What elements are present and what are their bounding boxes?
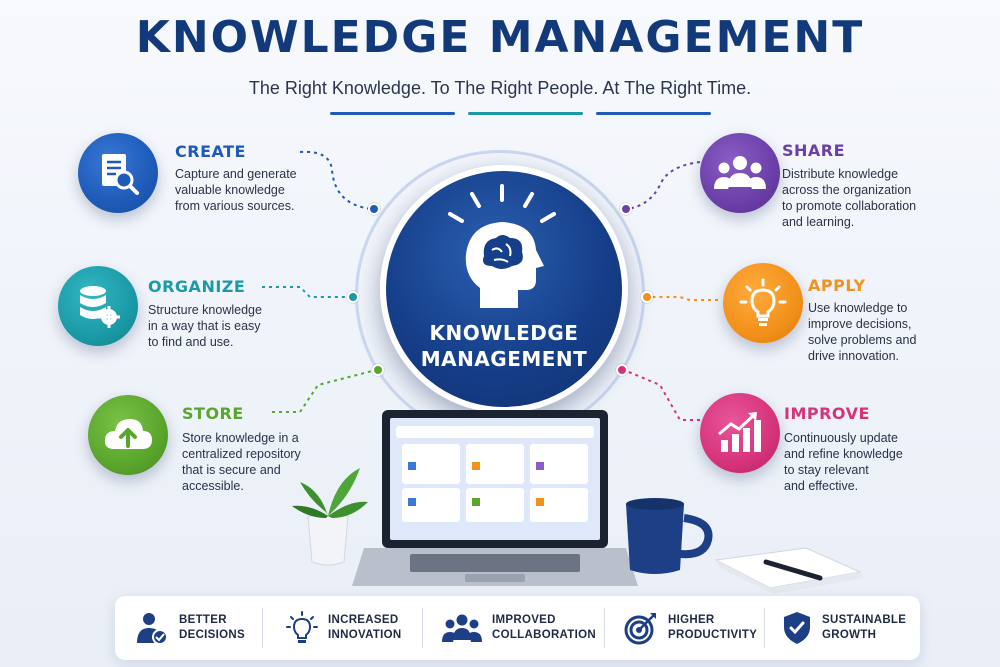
apply-title: APPLY xyxy=(808,276,866,295)
cloud-upload-icon xyxy=(104,419,152,449)
benefit-label: BETTER DECISIONS xyxy=(179,613,245,643)
center-label-line1: KNOWLEDGE xyxy=(429,321,579,345)
apply-line-2: improve decisions, xyxy=(808,317,912,331)
benefit-separator xyxy=(604,608,605,648)
benefit-line-2: COLLABORATION xyxy=(492,629,596,641)
center-label-line2: MANAGEMENT xyxy=(420,347,588,371)
improve-line-2: and refine knowledge xyxy=(784,447,903,461)
share-icon-circle xyxy=(700,133,780,213)
improve-line-3: to stay relevant xyxy=(784,463,869,477)
share-line-1: Distribute knowledge xyxy=(782,167,899,181)
benefit-higher-productivity: HIGHER PRODUCTIVITY xyxy=(624,596,757,660)
apply-line-1: Use knowledge to xyxy=(808,301,908,315)
benefit-line-1: IMPROVED xyxy=(492,614,556,626)
improve-line-4: and effective. xyxy=(784,479,859,493)
brain-head-icon xyxy=(448,184,556,308)
page-title: KNOWLEDGE MANAGEMENT xyxy=(135,12,865,63)
benefit-line-1: BETTER xyxy=(179,614,227,626)
ring-dot-improve xyxy=(616,364,628,376)
create-icon-circle xyxy=(78,133,158,213)
ring-dot-create xyxy=(368,203,380,215)
benefit-line-2: INNOVATION xyxy=(328,629,402,641)
organize-line-3: to find and use. xyxy=(148,335,234,349)
benefit-line-1: HIGHER xyxy=(668,614,715,626)
benefit-increased-innovation: INCREASED INNOVATION xyxy=(286,596,402,660)
lightbulb-icon xyxy=(739,278,787,326)
team-icon xyxy=(442,614,482,642)
improve-line-1: Continuously update xyxy=(784,431,898,445)
store-line-4: accessible. xyxy=(182,479,244,493)
share-line-2: across the organization xyxy=(782,183,912,197)
store-line-3: that is secure and xyxy=(182,463,281,477)
organize-description: Structure knowledge in a way that is eas… xyxy=(148,302,262,350)
person-check-icon xyxy=(137,613,168,645)
organize-line-2: in a way that is easy xyxy=(148,319,261,333)
apply-line-4: drive innovation. xyxy=(808,349,900,363)
target-icon xyxy=(624,613,656,645)
benefit-line-2: PRODUCTIVITY xyxy=(668,629,758,641)
laptop-icon xyxy=(352,410,638,586)
ring-dot-store xyxy=(372,364,384,376)
apply-description: Use knowledge to improve decisions, solv… xyxy=(808,300,916,364)
notepad-icon xyxy=(714,547,864,594)
organize-icon-circle xyxy=(58,266,138,346)
create-line-1: Capture and generate xyxy=(175,167,297,181)
store-description: Store knowledge in a centralized reposit… xyxy=(182,430,301,494)
create-line-3: from various sources. xyxy=(175,199,295,213)
store-icon-circle xyxy=(88,395,168,475)
improve-title: IMPROVE xyxy=(784,404,870,423)
create-title: CREATE xyxy=(175,142,246,161)
create-line-2: valuable knowledge xyxy=(175,183,285,197)
benefit-better-decisions: BETTER DECISIONS xyxy=(135,596,245,660)
growth-chart-icon xyxy=(718,412,761,452)
benefit-label: HIGHER PRODUCTIVITY xyxy=(668,613,757,643)
share-description: Distribute knowledge across the organiza… xyxy=(782,166,916,230)
apply-icon-circle xyxy=(723,263,803,343)
ring-dot-organize xyxy=(347,291,359,303)
share-title: SHARE xyxy=(782,141,846,160)
desk-scene xyxy=(292,410,864,594)
database-gear-icon xyxy=(80,286,120,328)
store-line-1: Store knowledge in a xyxy=(182,431,299,445)
share-line-4: and learning. xyxy=(782,215,855,229)
people-icon xyxy=(714,156,766,189)
lightbulb-icon xyxy=(286,611,318,643)
benefit-label: IMPROVED COLLABORATION xyxy=(492,613,596,643)
divider-blue-2 xyxy=(596,112,711,115)
benefit-label: SUSTAINABLE GROWTH xyxy=(822,613,906,643)
store-title: STORE xyxy=(182,404,244,423)
improve-description: Continuously update and refine knowledge… xyxy=(784,430,903,494)
plant-icon xyxy=(292,468,368,566)
improve-icon-circle xyxy=(700,393,780,473)
divider-teal xyxy=(468,112,583,115)
shield-check-icon xyxy=(784,612,810,644)
organize-line-1: Structure knowledge xyxy=(148,303,262,317)
mug-icon xyxy=(626,498,713,574)
benefit-separator xyxy=(422,608,423,648)
document-search-icon xyxy=(102,154,139,195)
benefit-separator xyxy=(764,608,765,648)
share-line-3: to promote collaboration xyxy=(782,199,917,213)
page-subtitle: The Right Knowledge. To The Right People… xyxy=(248,78,752,98)
divider-blue xyxy=(330,112,455,115)
benefit-improved-collaboration: IMPROVED COLLABORATION xyxy=(442,596,596,660)
organize-title: ORGANIZE xyxy=(148,277,246,296)
ring-dot-share xyxy=(620,203,632,215)
benefit-sustainable-growth: SUSTAINABLE GROWTH xyxy=(782,596,906,660)
benefit-line-1: INCREASED xyxy=(328,614,399,626)
benefit-line-1: SUSTAINABLE xyxy=(822,614,907,626)
benefit-line-2: GROWTH xyxy=(822,629,877,641)
benefit-label: INCREASED INNOVATION xyxy=(328,613,402,643)
center-label: KNOWLEDGE MANAGEMENT xyxy=(380,320,628,372)
benefit-separator xyxy=(262,608,263,648)
create-description: Capture and generate valuable knowledge … xyxy=(175,166,297,214)
ring-dot-apply xyxy=(641,291,653,303)
benefit-line-2: DECISIONS xyxy=(179,629,245,641)
apply-line-3: solve problems and xyxy=(808,333,917,347)
store-line-2: centralized repository xyxy=(182,447,301,461)
